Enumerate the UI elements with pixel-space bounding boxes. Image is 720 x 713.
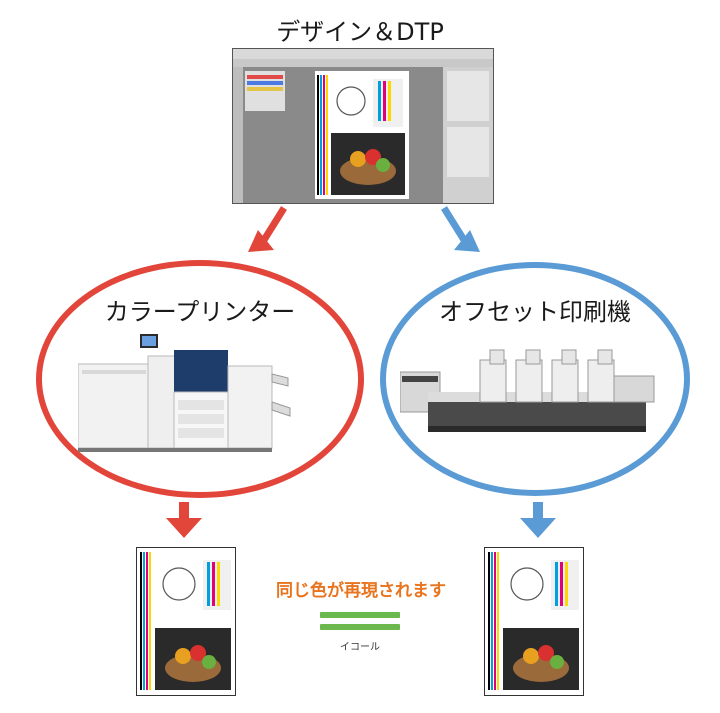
color-printer-image — [78, 334, 291, 452]
printed-sample-left — [136, 547, 236, 696]
equal-bar-bottom — [320, 624, 400, 630]
printer-label: カラープリンター — [104, 298, 296, 326]
printer-ellipse — [36, 260, 364, 498]
same-color-message: 同じ色が再現されます — [276, 581, 446, 601]
equal-caption: イコール — [340, 642, 380, 653]
top-title: デザイン＆DTP — [276, 18, 444, 46]
press-label: オフセット印刷機 — [439, 298, 631, 326]
arrow-blue-top — [441, 206, 480, 252]
press-ellipse — [380, 262, 690, 496]
arrow-red-down — [166, 502, 202, 538]
dtp-screenshot — [232, 48, 494, 204]
printed-sample-right-image — [488, 552, 579, 690]
printed-sample-left-image — [140, 552, 231, 690]
arrow-blue-down — [520, 502, 556, 538]
dtp-app-image — [233, 49, 493, 203]
printed-sample-right — [484, 547, 584, 696]
arrow-red-top — [248, 206, 287, 252]
equal-bar-top — [320, 612, 400, 618]
offset-press-image — [400, 349, 655, 432]
